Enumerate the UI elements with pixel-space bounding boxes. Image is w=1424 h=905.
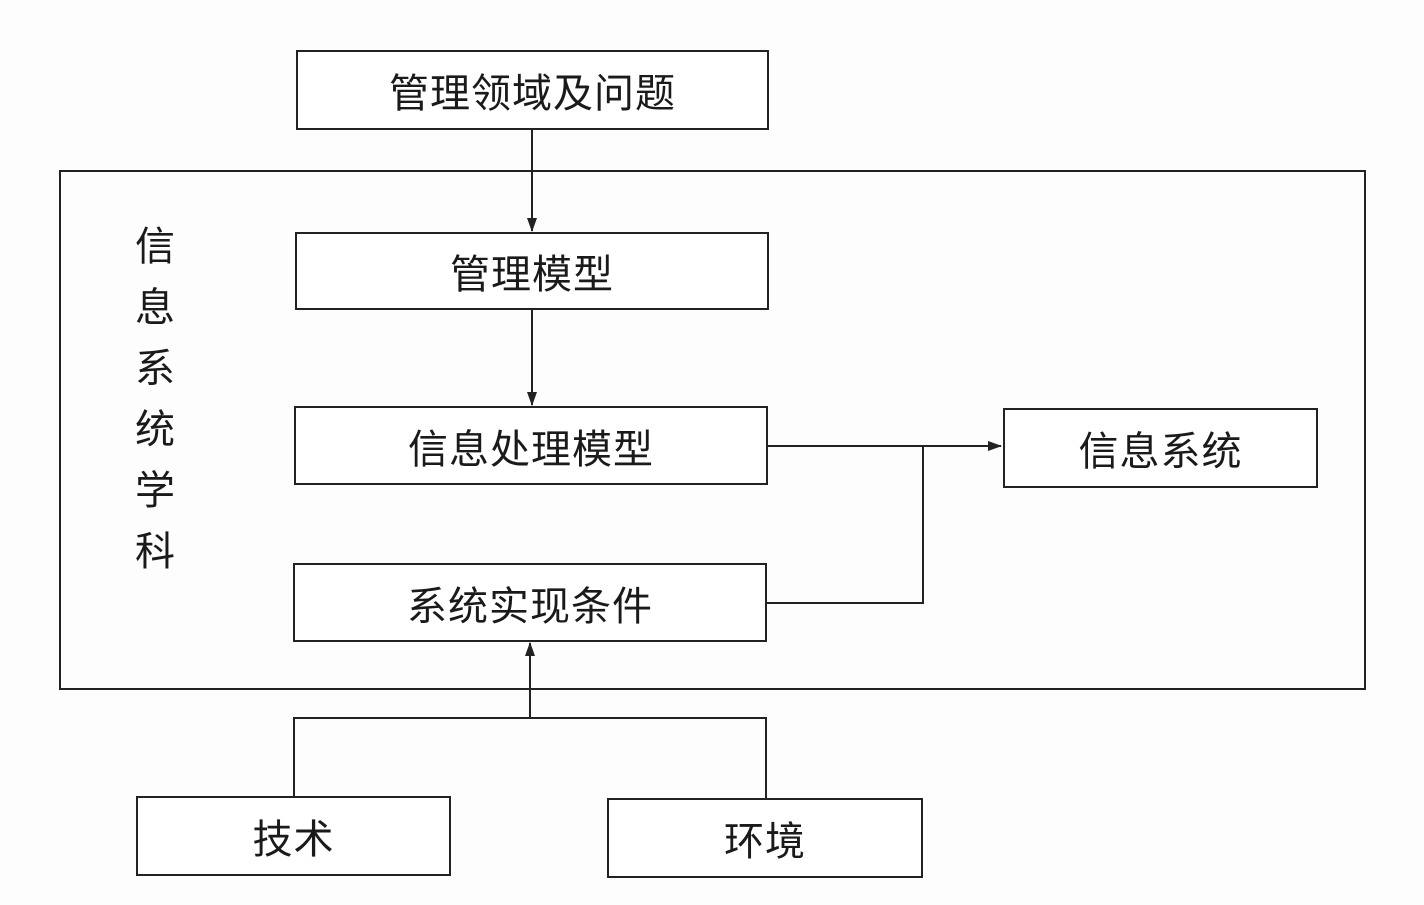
connector-technology bbox=[293, 717, 530, 796]
info-processing-model-box: 信息处理模型 bbox=[294, 406, 768, 485]
management-model-box: 管理模型 bbox=[295, 232, 769, 310]
technology-label: 技术 bbox=[252, 817, 335, 863]
frame-vertical-label: 信 息 系 统 学 科 bbox=[125, 222, 185, 588]
frame-label-char: 科 bbox=[135, 529, 175, 575]
info-processing-model-label: 信息处理模型 bbox=[408, 426, 654, 473]
implementation-conditions-box: 系统实现条件 bbox=[293, 563, 767, 642]
information-system-discipline-frame bbox=[59, 170, 1366, 690]
frame-label-char: 息 bbox=[135, 285, 175, 331]
connector-environment bbox=[530, 717, 767, 798]
management-domain-label: 管理领域及问题 bbox=[389, 71, 676, 117]
implementation-conditions-label: 系统实现条件 bbox=[407, 583, 653, 630]
management-model-label: 管理模型 bbox=[450, 252, 614, 298]
information-system-box: 信息系统 bbox=[1003, 408, 1318, 488]
frame-label-char: 系 bbox=[135, 346, 175, 392]
environment-box: 环境 bbox=[607, 798, 923, 878]
frame-label-char: 统 bbox=[135, 407, 175, 453]
management-domain-box: 管理领域及问题 bbox=[296, 50, 769, 130]
frame-label-char: 学 bbox=[135, 468, 175, 514]
environment-label: 环境 bbox=[724, 819, 806, 865]
frame-label-char: 信 bbox=[135, 224, 175, 270]
technology-box: 技术 bbox=[136, 796, 451, 876]
information-system-label: 信息系统 bbox=[1078, 429, 1243, 475]
